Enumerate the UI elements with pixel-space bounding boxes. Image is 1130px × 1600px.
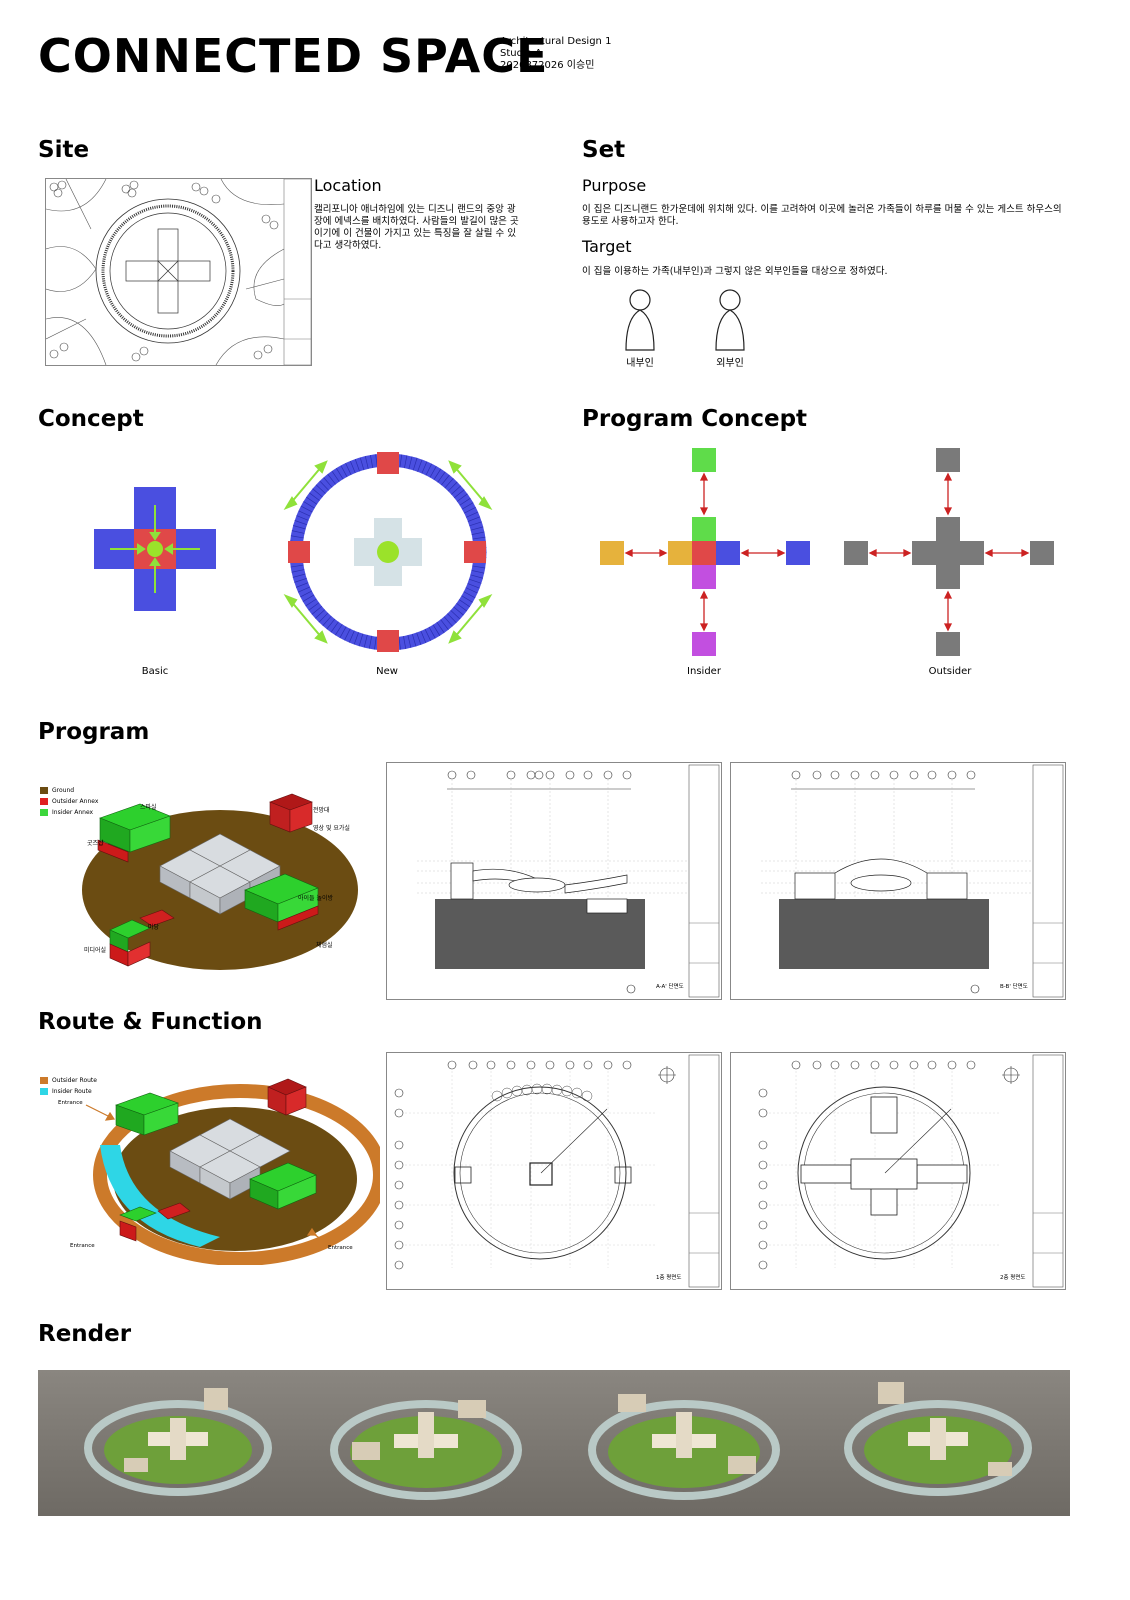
set-heading: Set: [582, 137, 626, 163]
entrance-label-bottom-right: Entrance: [328, 1245, 353, 1251]
figure-insider-label: 내부인: [626, 358, 654, 369]
purpose-text: 이 집은 디즈니랜드 한가운데에 위치해 있다. 이를 고려하여 이곳에 놀러온…: [582, 204, 1062, 227]
render-view-1: [84, 1388, 272, 1496]
course-label: Architectural Design 1: [500, 36, 612, 47]
entrance-label-top: Entrance: [58, 1100, 83, 1106]
concept-basic-diagram: [94, 487, 216, 611]
outsider-body-icon: [715, 309, 745, 351]
label-video-yoga: 영상 및 요가실: [313, 825, 350, 832]
site-plan-drawing: [45, 178, 312, 366]
insider-body-icon: [625, 309, 655, 351]
render-view-3: [588, 1394, 780, 1500]
legend-outsider-route: Outsider Route: [52, 1077, 97, 1084]
concept-new-diagram: [283, 452, 493, 652]
location-heading: Location: [314, 176, 382, 195]
program-caption-insider: Insider: [687, 666, 721, 677]
studio-label: Studio A: [500, 48, 542, 59]
purpose-heading: Purpose: [582, 176, 647, 195]
outsider-diagram: [844, 448, 1054, 656]
program-legend: Ground Outsider Annex Insider Annex: [40, 785, 98, 818]
legend-insider-annex: Insider Annex: [52, 809, 94, 816]
target-heading: Target: [582, 237, 632, 256]
entrance-label-bottom-left: Entrance: [70, 1243, 95, 1249]
label-experience-room: 체험실: [316, 942, 333, 949]
section-bb-drawing: [730, 762, 1066, 1000]
label-kids-room: 아이들 놀이방: [298, 895, 334, 902]
student-label: 2020872026 이승민: [500, 60, 595, 71]
plan-1f-label: 1층 평면도: [656, 1275, 682, 1281]
label-observatory: 전망대: [313, 807, 330, 814]
route-legend: Outsider Route Insider Route: [40, 1075, 97, 1097]
plan-1f-drawing: [386, 1052, 722, 1290]
insider-diagram: [600, 448, 810, 656]
label-media-room: 미디어실: [84, 947, 107, 954]
route-axonometric: [85, 1078, 380, 1265]
target-figures: [625, 289, 745, 351]
legend-insider-route: Insider Route: [52, 1088, 92, 1095]
render-view-4: [844, 1382, 1032, 1496]
concept-heading: Concept: [38, 406, 144, 432]
target-text: 이 집을 이용하는 가족(내부인)과 그렇지 않은 외부인들을 대상으로 정하였…: [582, 266, 888, 277]
concept-caption-basic: Basic: [141, 666, 169, 677]
concept-caption-new: New: [376, 666, 398, 677]
program-axonometric: [82, 793, 358, 970]
section-aa-label: A-A' 단면도: [656, 984, 684, 990]
insider-head-icon: [629, 289, 651, 311]
render-strip: [38, 1370, 1070, 1516]
program-concept-heading: Program Concept: [582, 406, 808, 432]
outsider-head-icon: [719, 289, 741, 311]
render-view-2: [330, 1400, 522, 1500]
program-caption-outsider: Outsider: [928, 666, 972, 677]
render-heading: Render: [38, 1321, 132, 1347]
section-bb-label: B-B' 단면도: [1000, 984, 1028, 990]
site-heading: Site: [38, 137, 90, 163]
legend-outsider-annex: Outsider Annex: [52, 798, 99, 805]
plan-2f-drawing: [730, 1052, 1066, 1290]
location-text: 캘리포니아 애너하임에 있는 디즈니 랜드의 중앙 광장에 에넥스를 배치하였다…: [314, 204, 519, 251]
plan-2f-label: 2층 평면도: [1000, 1275, 1026, 1281]
project-meta: Architectural Design 1 Studio A 20208720…: [500, 36, 611, 72]
section-aa-drawing: [386, 762, 722, 1000]
label-yard: 마당: [148, 924, 160, 931]
label-goods-shop: 굿즈샵: [87, 840, 104, 847]
legend-ground: Ground: [52, 787, 75, 794]
route-heading: Route & Function: [38, 1009, 263, 1035]
page-title: CONNECTED SPACE: [38, 29, 549, 83]
label-spa: 스파실: [140, 804, 157, 811]
program-heading: Program: [38, 719, 150, 745]
figure-outsider-label: 외부인: [716, 358, 744, 369]
